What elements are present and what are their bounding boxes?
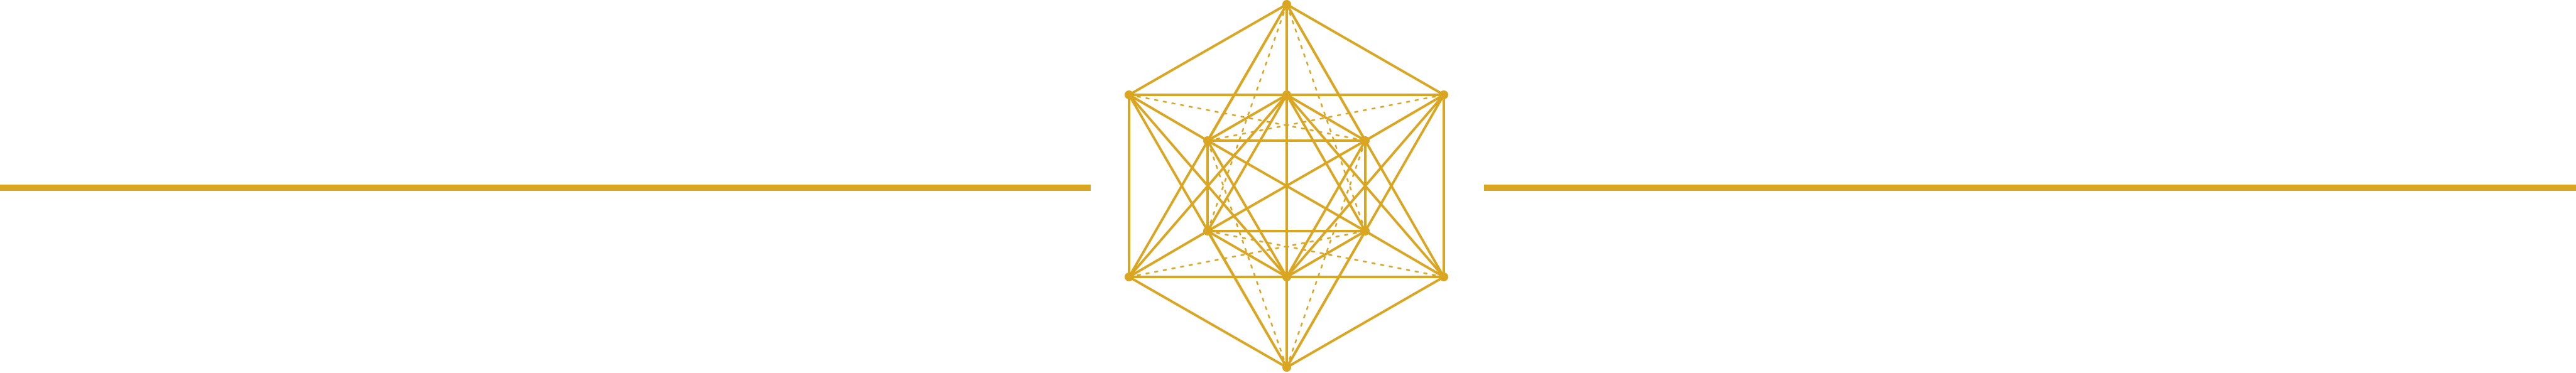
edge	[1364, 94, 1445, 142]
metatrons-cube-icon	[1125, 0, 1448, 372]
vertex-dot	[1282, 363, 1291, 372]
vertex-dot	[1439, 90, 1448, 99]
edge	[1128, 230, 1209, 278]
edge	[1285, 230, 1367, 368]
edge	[1285, 94, 1445, 278]
vertex-dot	[1203, 227, 1212, 235]
edge	[1285, 4, 1367, 141]
edge	[1286, 3, 1444, 96]
vertex-dot	[1361, 136, 1370, 145]
vertex-dot	[1439, 273, 1448, 281]
vertex-dot	[1203, 136, 1212, 145]
edge	[1364, 230, 1445, 278]
edge	[1285, 94, 1367, 142]
edge	[1128, 94, 1209, 142]
vertex-dot	[1282, 273, 1291, 281]
vertex-dot	[1282, 90, 1291, 99]
vertex-dots	[1125, 0, 1448, 372]
edge	[1206, 3, 1288, 142]
right-divider-line	[1484, 185, 2576, 191]
edge	[1286, 276, 1444, 369]
vertex-dot	[1125, 90, 1133, 99]
visible-edges	[1128, 3, 1445, 369]
edge	[1206, 230, 1288, 278]
vertex-dot	[1282, 0, 1291, 9]
edge	[1128, 276, 1287, 369]
edge	[1206, 94, 1288, 142]
edge	[1128, 94, 1288, 278]
left-divider-line	[0, 185, 1091, 191]
vertex-dot	[1125, 273, 1133, 281]
edge	[1206, 230, 1288, 369]
edge	[1128, 3, 1287, 96]
edge	[1285, 230, 1367, 278]
vertex-dot	[1361, 227, 1370, 235]
